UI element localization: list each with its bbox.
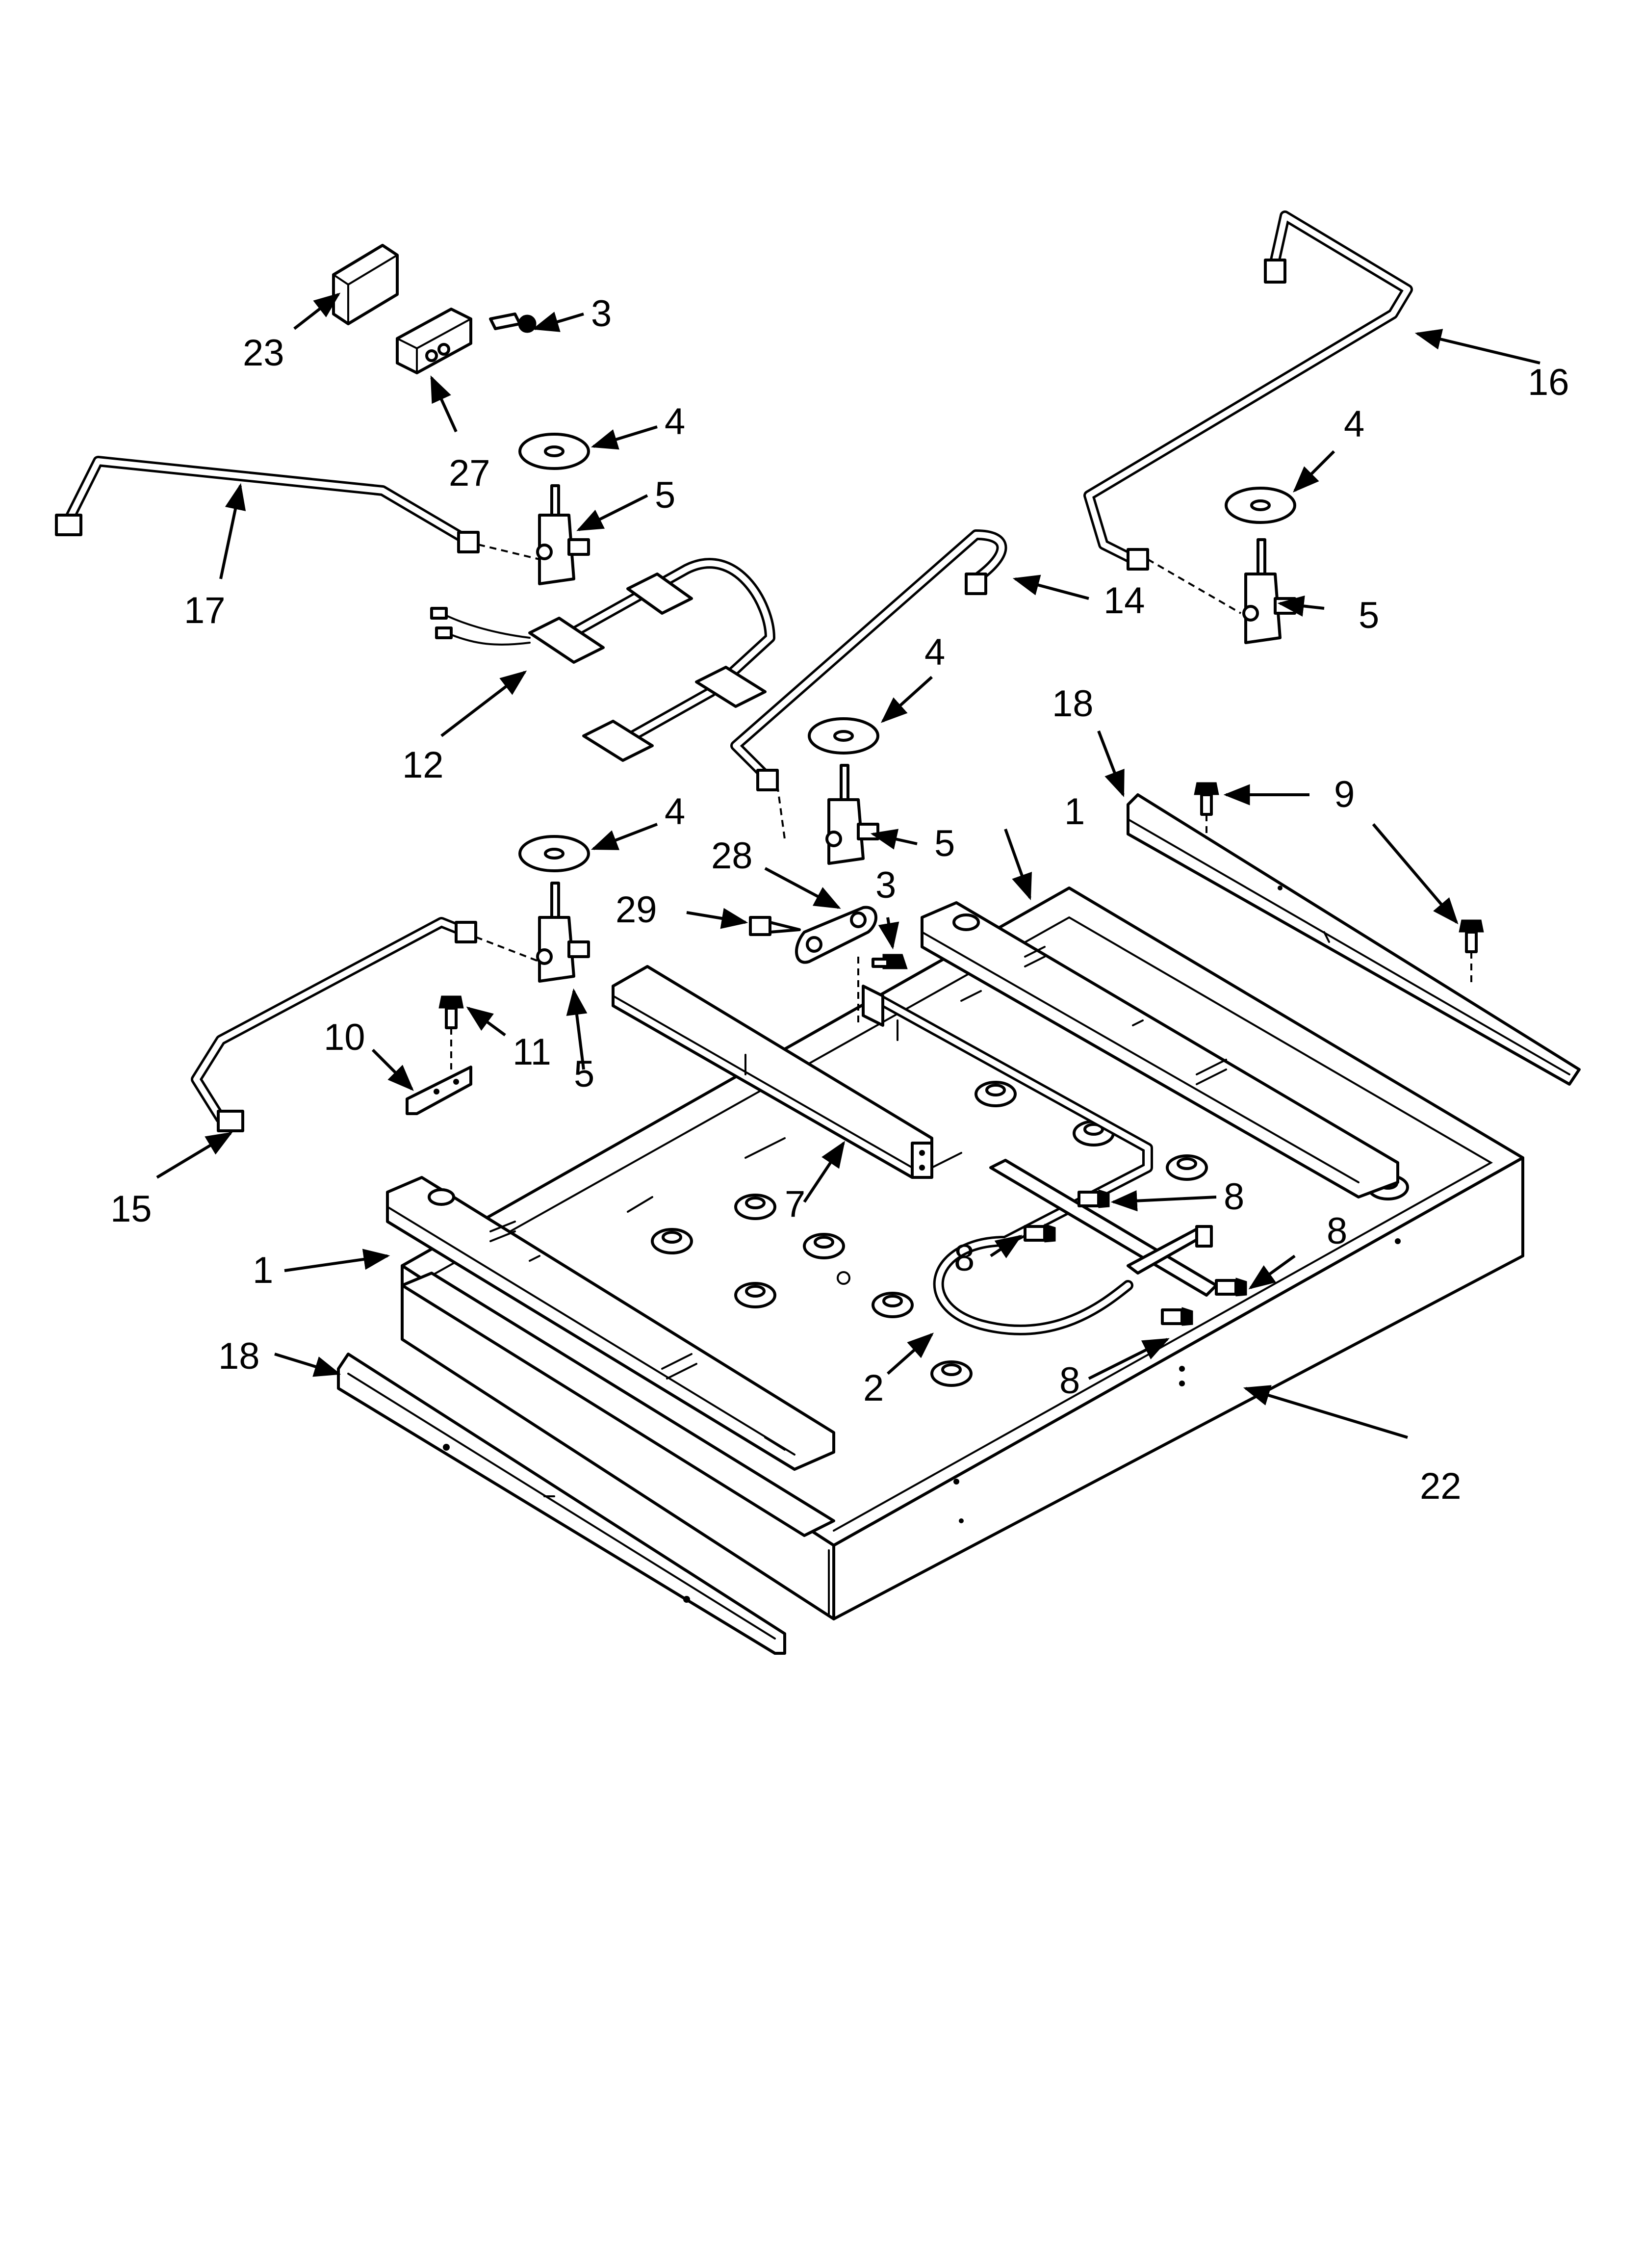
callout-8-a: 8 xyxy=(1224,1176,1244,1218)
callout-14: 14 xyxy=(1103,580,1145,622)
callout-8-c: 8 xyxy=(1327,1210,1347,1252)
valve-5-right xyxy=(1225,487,1296,644)
callout-28: 28 xyxy=(711,835,753,877)
callout-5-upper-left: 5 xyxy=(655,474,675,516)
callout-3-lower: 3 xyxy=(875,864,896,906)
gas-tube-17 xyxy=(55,456,540,560)
callout-4-right: 4 xyxy=(1344,403,1364,445)
side-rail-right xyxy=(921,901,1399,1199)
callout-5-middle: 5 xyxy=(934,823,955,864)
callout-3-upper: 3 xyxy=(591,293,612,335)
callout-5-right: 5 xyxy=(1359,595,1379,636)
bolts-8 xyxy=(1024,1189,1247,1326)
leader-lines xyxy=(156,292,1540,1439)
bracket-10 xyxy=(406,1066,472,1115)
callout-2: 2 xyxy=(863,1367,884,1409)
callout-7: 7 xyxy=(785,1183,805,1225)
bracket-front xyxy=(337,1353,786,1655)
callout-18-front: 18 xyxy=(218,1335,260,1377)
module-27 xyxy=(396,308,472,374)
callout-11: 11 xyxy=(513,1031,551,1073)
gas-tube-14 xyxy=(730,529,1007,839)
callout-27: 27 xyxy=(449,452,490,494)
callout-12: 12 xyxy=(402,744,444,786)
manifold-tube xyxy=(862,985,1218,1335)
callout-5-lower-left: 5 xyxy=(574,1053,594,1095)
valve-5-lower-left xyxy=(518,835,590,983)
plate-28 xyxy=(795,906,877,964)
callout-23: 23 xyxy=(243,332,284,374)
bolt-3-lower xyxy=(857,954,908,1025)
callout-4-lower-left: 4 xyxy=(665,791,685,833)
callout-22: 22 xyxy=(1420,1465,1462,1507)
valve-5-upper-left xyxy=(518,433,590,585)
callout-17: 17 xyxy=(184,590,226,631)
gas-tube-16 xyxy=(1083,210,1413,614)
callout-9: 9 xyxy=(1334,774,1355,815)
gas-tube-15 xyxy=(191,917,540,1132)
callout-16: 16 xyxy=(1528,362,1569,403)
callout-4-middle: 4 xyxy=(924,631,945,673)
callout-8-d: 8 xyxy=(1059,1360,1080,1402)
callout-1-front: 1 xyxy=(253,1250,273,1291)
callout-8-b: 8 xyxy=(954,1237,975,1279)
callout-4-upper-left: 4 xyxy=(665,401,685,443)
cover-23 xyxy=(332,244,399,325)
cross-brace xyxy=(612,965,933,1179)
callout-1-rear: 1 xyxy=(1064,791,1085,833)
valve-5-middle xyxy=(808,717,879,865)
callout-10: 10 xyxy=(324,1017,365,1058)
callout-18-rear: 18 xyxy=(1052,683,1094,725)
igniter-harness xyxy=(430,558,775,762)
bracket-rear xyxy=(1127,793,1581,1086)
callout-labels: 1 1 2 3 3 4 4 4 4 5 5 5 5 7 8 8 8 8 9 10… xyxy=(110,293,1569,1507)
side-rail-left xyxy=(386,1176,835,1537)
callout-15: 15 xyxy=(110,1188,152,1230)
screw-3-upper xyxy=(489,313,537,333)
screws-9 xyxy=(1194,782,1484,986)
screw-29 xyxy=(749,916,801,936)
screw-11 xyxy=(438,995,464,1069)
callout-29: 29 xyxy=(616,889,657,931)
